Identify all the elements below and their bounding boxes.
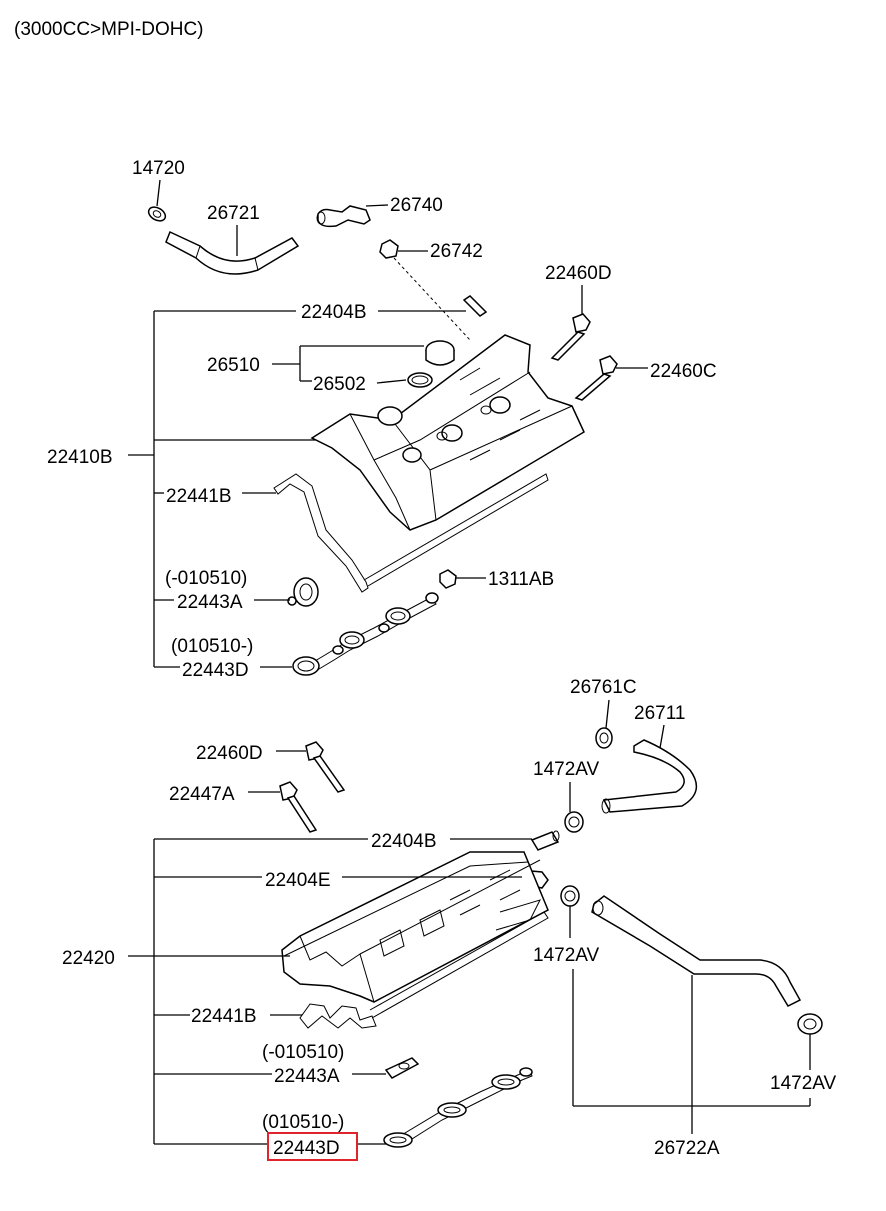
label-1472AV-b: 1472AV	[533, 945, 600, 966]
valve-cover-lower	[281, 851, 549, 1003]
valve-cover-upper	[310, 334, 585, 531]
seal-22443A-top	[287, 577, 319, 607]
label-22443D-top-date: (010510-)	[171, 636, 253, 657]
label-22443A-bottom-date: (-010510)	[262, 1042, 344, 1063]
label-1311AB: 1311AB	[488, 569, 554, 590]
label-26502: 26502	[313, 374, 366, 395]
seal-22443A-bottom	[384, 1057, 420, 1079]
bracket-22420	[128, 838, 532, 1145]
bolt-22460D-top	[550, 313, 591, 361]
label-1472AV-c: 1472AV	[770, 1073, 837, 1094]
highlight-box[interactable]	[267, 1132, 358, 1161]
engine-note: (3000CC>MPI-DOHC)	[14, 19, 204, 40]
label-22443D-top: 22443D	[182, 660, 249, 681]
seal-26502	[407, 372, 433, 388]
nut-1311AB	[439, 569, 457, 589]
seal-set-22443D-top	[292, 592, 439, 676]
seal-set-22443D-bottom	[383, 1067, 533, 1148]
label-22443A-top-date: (-010510)	[165, 568, 247, 589]
label-14720: 14720	[132, 158, 185, 179]
label-22443D-bottom[interactable]: 22443D	[273, 1138, 340, 1159]
filler-cap-26510	[425, 340, 455, 366]
clamp-14720	[147, 206, 167, 222]
label-22441B-top: 22441B	[166, 486, 232, 507]
label-22420: 22420	[62, 948, 115, 969]
hose-26722A	[591, 895, 802, 1007]
gasket-22441B-bottom	[299, 911, 549, 1029]
bracket-22410B	[128, 310, 316, 668]
label-26742: 26742	[430, 241, 483, 262]
label-26510: 26510	[207, 355, 260, 376]
label-22443D-bottom-date: (010510-)	[262, 1112, 344, 1133]
elbow-26740	[316, 205, 371, 228]
label-22404B-top: 22404B	[301, 302, 367, 323]
label-26761C: 26761C	[570, 677, 637, 698]
clamp-1472AV-a	[564, 811, 584, 833]
label-22460D-bottom: 22460D	[196, 743, 263, 764]
label-26721: 26721	[207, 203, 260, 224]
bolt-22460C	[574, 355, 618, 401]
label-22404B-bottom: 22404B	[371, 831, 437, 852]
clamp-1472AV-b	[560, 885, 580, 907]
label-22441B-bottom: 22441B	[191, 1006, 257, 1027]
grommet-26742	[379, 239, 399, 259]
clamp-1472AV-c	[797, 1013, 823, 1035]
label-22404E: 22404E	[265, 870, 331, 891]
hose-26721	[165, 230, 300, 275]
label-22410B: 22410B	[47, 447, 113, 468]
hose-26711	[601, 739, 698, 814]
pipe-22404B-top	[462, 295, 488, 317]
pipe-22404B-bottom	[530, 830, 560, 851]
label-22460D-top: 22460D	[545, 263, 612, 284]
bolt-22460D-bottom	[305, 741, 346, 793]
gasket-22441B-top	[273, 473, 549, 593]
label-22443A-top: 22443A	[177, 592, 243, 613]
label-22460C: 22460C	[650, 361, 717, 382]
label-26711: 26711	[634, 703, 685, 724]
label-1472AV-a: 1472AV	[533, 759, 600, 780]
label-22447A: 22447A	[169, 784, 235, 805]
label-26740: 26740	[390, 195, 443, 216]
clamp-26761C	[595, 727, 613, 749]
label-22443A-bottom: 22443A	[274, 1066, 340, 1087]
bolt-22447A	[279, 781, 318, 833]
label-26722A: 26722A	[654, 1138, 720, 1159]
